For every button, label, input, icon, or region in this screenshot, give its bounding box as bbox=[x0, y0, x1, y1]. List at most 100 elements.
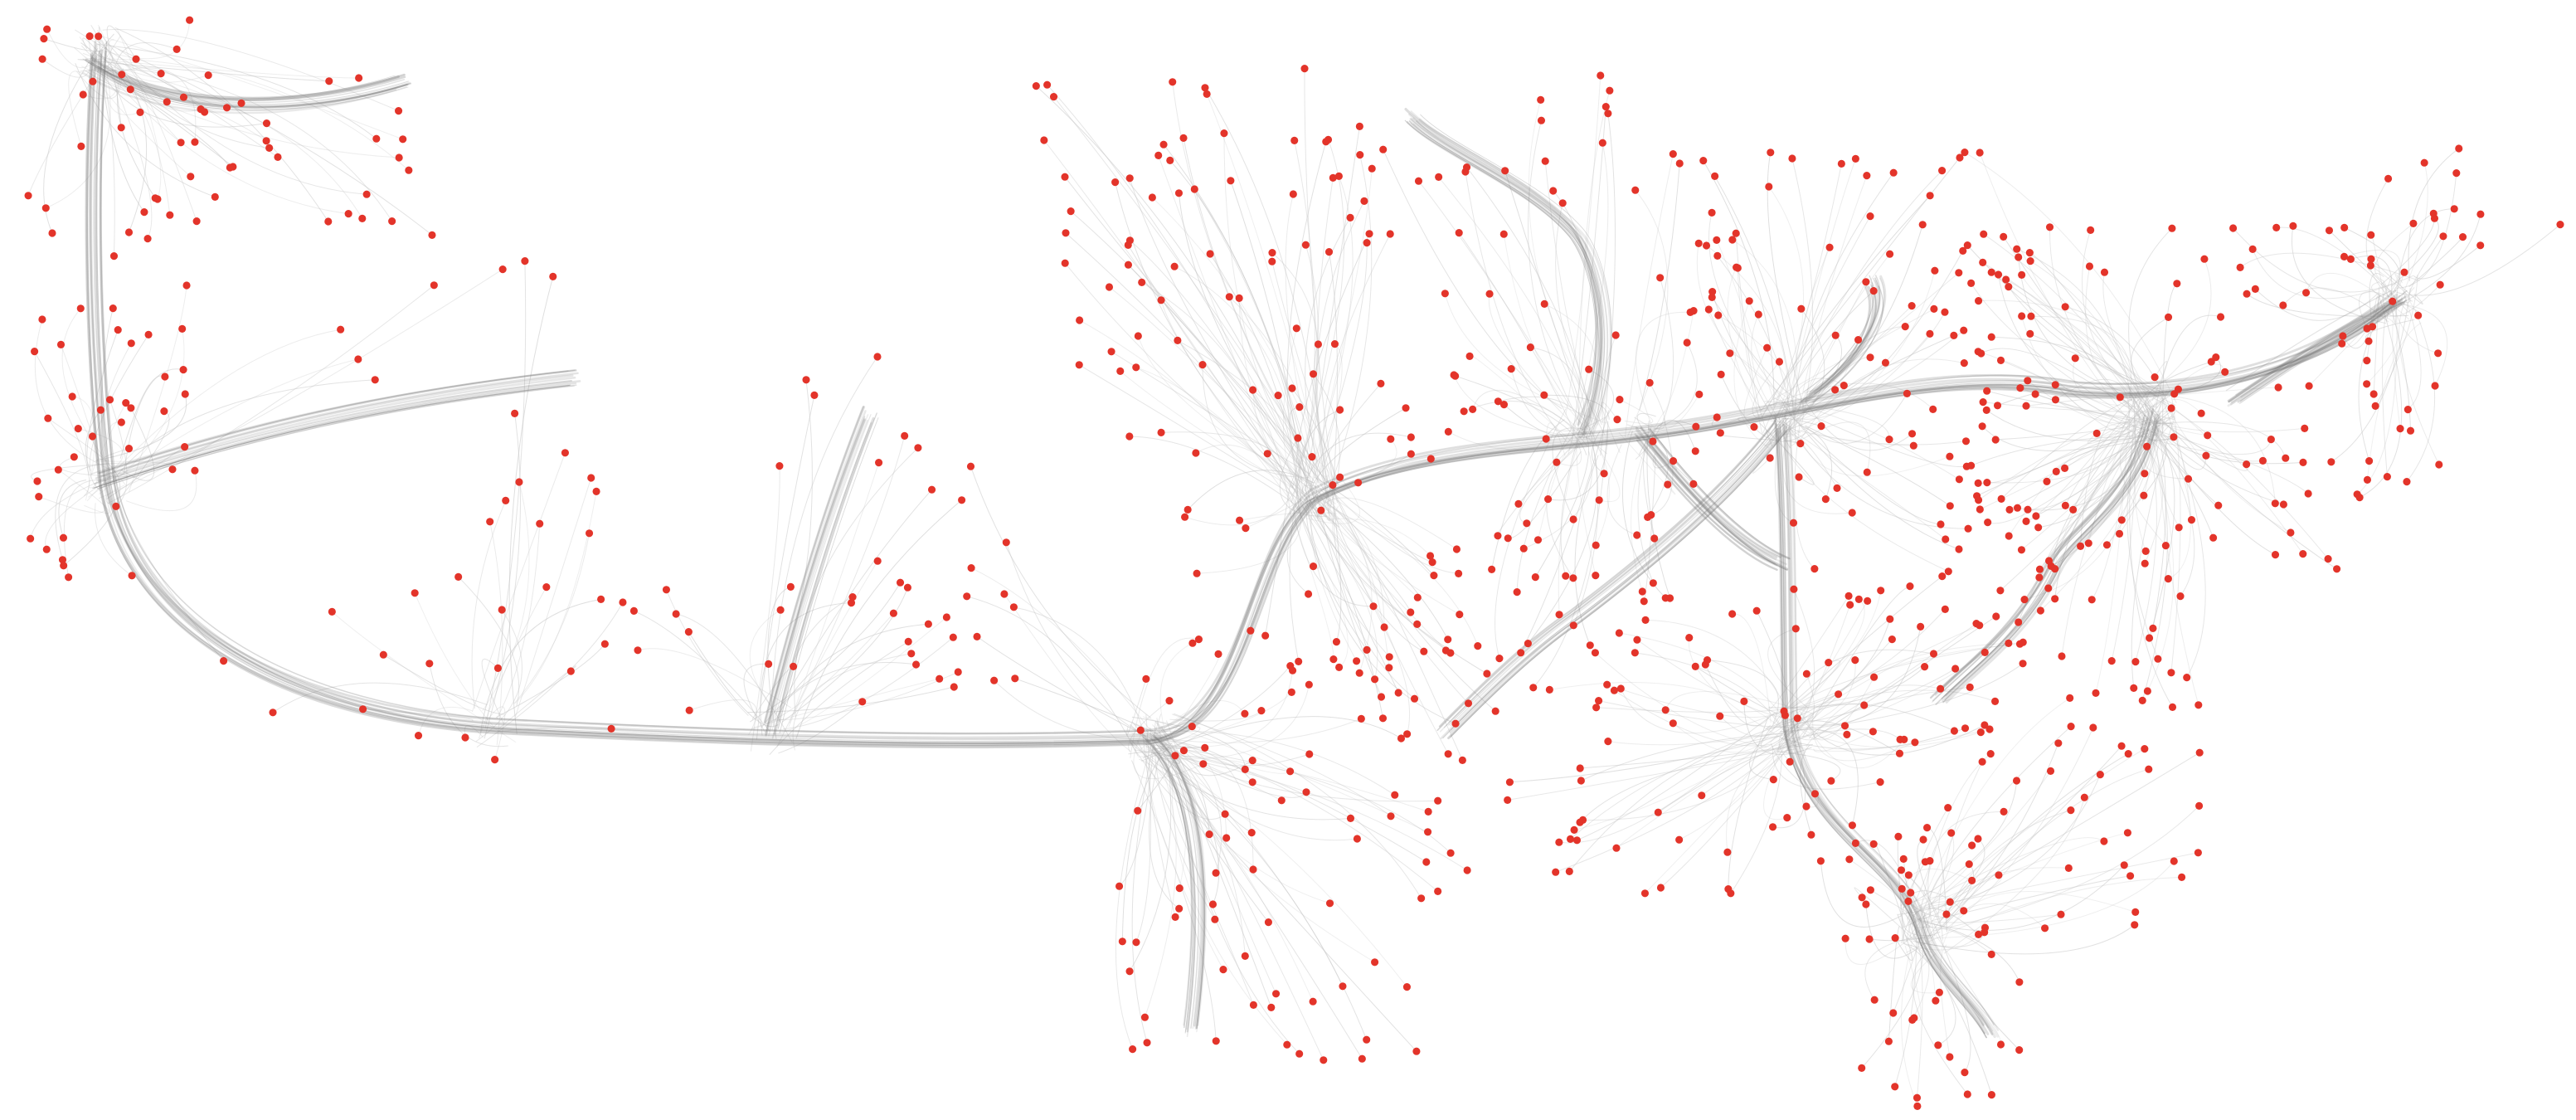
faint-edge bbox=[2143, 407, 2175, 433]
faint-edge bbox=[2073, 390, 2167, 510]
faint-edge bbox=[2143, 411, 2190, 480]
faint-edge bbox=[100, 308, 114, 504]
network-node bbox=[163, 98, 171, 106]
faint-edge bbox=[107, 39, 182, 144]
faint-edge bbox=[1762, 195, 1931, 417]
faint-edge bbox=[976, 635, 1162, 745]
faint-edge bbox=[1223, 133, 1324, 494]
faint-edge bbox=[82, 37, 131, 90]
network-node bbox=[2057, 910, 2065, 918]
edge-bundle-strand bbox=[1636, 434, 1778, 567]
network-node bbox=[493, 664, 502, 673]
edge-bundle-strand bbox=[100, 41, 2408, 735]
faint-edge bbox=[1178, 192, 1307, 476]
faint-edge bbox=[120, 407, 155, 481]
faint-edge bbox=[1574, 455, 1599, 646]
faint-edge bbox=[101, 74, 115, 257]
edge-bundle-strand bbox=[1142, 736, 1193, 1029]
network-node bbox=[2304, 489, 2312, 498]
network-node bbox=[1201, 84, 1209, 92]
faint-edge bbox=[1187, 470, 1314, 510]
network-node bbox=[1708, 293, 1716, 301]
faint-edge bbox=[1716, 239, 1775, 402]
network-node bbox=[95, 32, 103, 41]
network-node bbox=[2258, 456, 2267, 465]
network-node bbox=[1986, 750, 1995, 758]
network-node bbox=[38, 55, 46, 63]
faint-edge bbox=[1543, 394, 1610, 420]
network-node bbox=[1441, 290, 1449, 298]
faint-edge bbox=[1152, 724, 1344, 987]
network-node bbox=[1179, 134, 1188, 142]
faint-edge bbox=[1195, 444, 1313, 518]
network-node bbox=[1463, 866, 1471, 874]
edge-bundle-strand bbox=[1805, 285, 1877, 403]
faint-edge bbox=[1576, 712, 1776, 841]
faint-edge bbox=[1760, 157, 1961, 411]
network-node bbox=[662, 586, 670, 594]
network-node bbox=[2052, 467, 2060, 476]
faint-edge bbox=[2328, 230, 2399, 304]
network-node bbox=[1866, 212, 1874, 221]
faint-edge bbox=[1555, 713, 1814, 873]
faint-edge bbox=[1903, 943, 1930, 1020]
faint-edge bbox=[970, 567, 1169, 755]
network-node bbox=[1526, 343, 1534, 352]
faint-edge bbox=[994, 679, 1163, 739]
network-node bbox=[2069, 505, 2078, 514]
network-node bbox=[1994, 270, 2003, 279]
edge-bundle-strand bbox=[1801, 285, 1874, 404]
faint-edge bbox=[471, 499, 507, 709]
faint-edge bbox=[2382, 302, 2448, 387]
network-node bbox=[229, 163, 237, 171]
network-node bbox=[1174, 189, 1184, 197]
network-node bbox=[1586, 641, 1594, 650]
faint-edge bbox=[1169, 710, 1262, 722]
faint-edge bbox=[1782, 407, 1942, 525]
network-node bbox=[166, 211, 174, 219]
faint-edge bbox=[1555, 202, 1606, 436]
network-node bbox=[2067, 806, 2075, 815]
faint-edge bbox=[1916, 932, 1985, 947]
faint-edge bbox=[781, 587, 908, 723]
faint-edge bbox=[2091, 398, 2141, 601]
network-node bbox=[1190, 185, 1198, 193]
network-node bbox=[117, 124, 125, 132]
faint-edge bbox=[1576, 410, 1597, 577]
network-node bbox=[1968, 841, 1976, 850]
network-node bbox=[42, 545, 51, 553]
network-node bbox=[354, 355, 362, 363]
faint-edge bbox=[775, 489, 933, 715]
network-node bbox=[1339, 982, 1347, 991]
network-node bbox=[2170, 433, 2178, 441]
network-node bbox=[1598, 139, 1606, 147]
faint-edge bbox=[1129, 757, 1172, 972]
faint-edge bbox=[118, 48, 279, 158]
network-node bbox=[1908, 430, 1917, 438]
network-node bbox=[1976, 149, 1984, 157]
network-node bbox=[1242, 524, 1250, 533]
faint-edge bbox=[1917, 839, 1942, 928]
faint-edge bbox=[1131, 737, 1156, 1044]
faint-edge bbox=[1940, 891, 2136, 953]
network-node bbox=[1984, 519, 1992, 527]
network-node bbox=[1444, 427, 1452, 436]
faint-edge bbox=[2025, 398, 2140, 522]
network-node bbox=[65, 573, 73, 582]
network-node bbox=[2051, 595, 2059, 603]
network-node bbox=[967, 564, 975, 572]
edge-bundle-strand bbox=[1804, 284, 1876, 402]
faint-edge bbox=[1136, 740, 1254, 1006]
network-node bbox=[2100, 268, 2109, 276]
network-node bbox=[1960, 326, 1968, 334]
network-node bbox=[1159, 140, 1168, 149]
network-node bbox=[1656, 274, 1665, 282]
faint-edge bbox=[1286, 141, 1327, 484]
network-node bbox=[1631, 186, 1640, 194]
faint-edge bbox=[1322, 494, 1390, 669]
faint-edge bbox=[1601, 402, 1621, 453]
faint-edge bbox=[68, 71, 84, 147]
faint-edge bbox=[1791, 158, 1814, 426]
network-node bbox=[1991, 436, 2000, 444]
faint-edge bbox=[2095, 404, 2130, 694]
